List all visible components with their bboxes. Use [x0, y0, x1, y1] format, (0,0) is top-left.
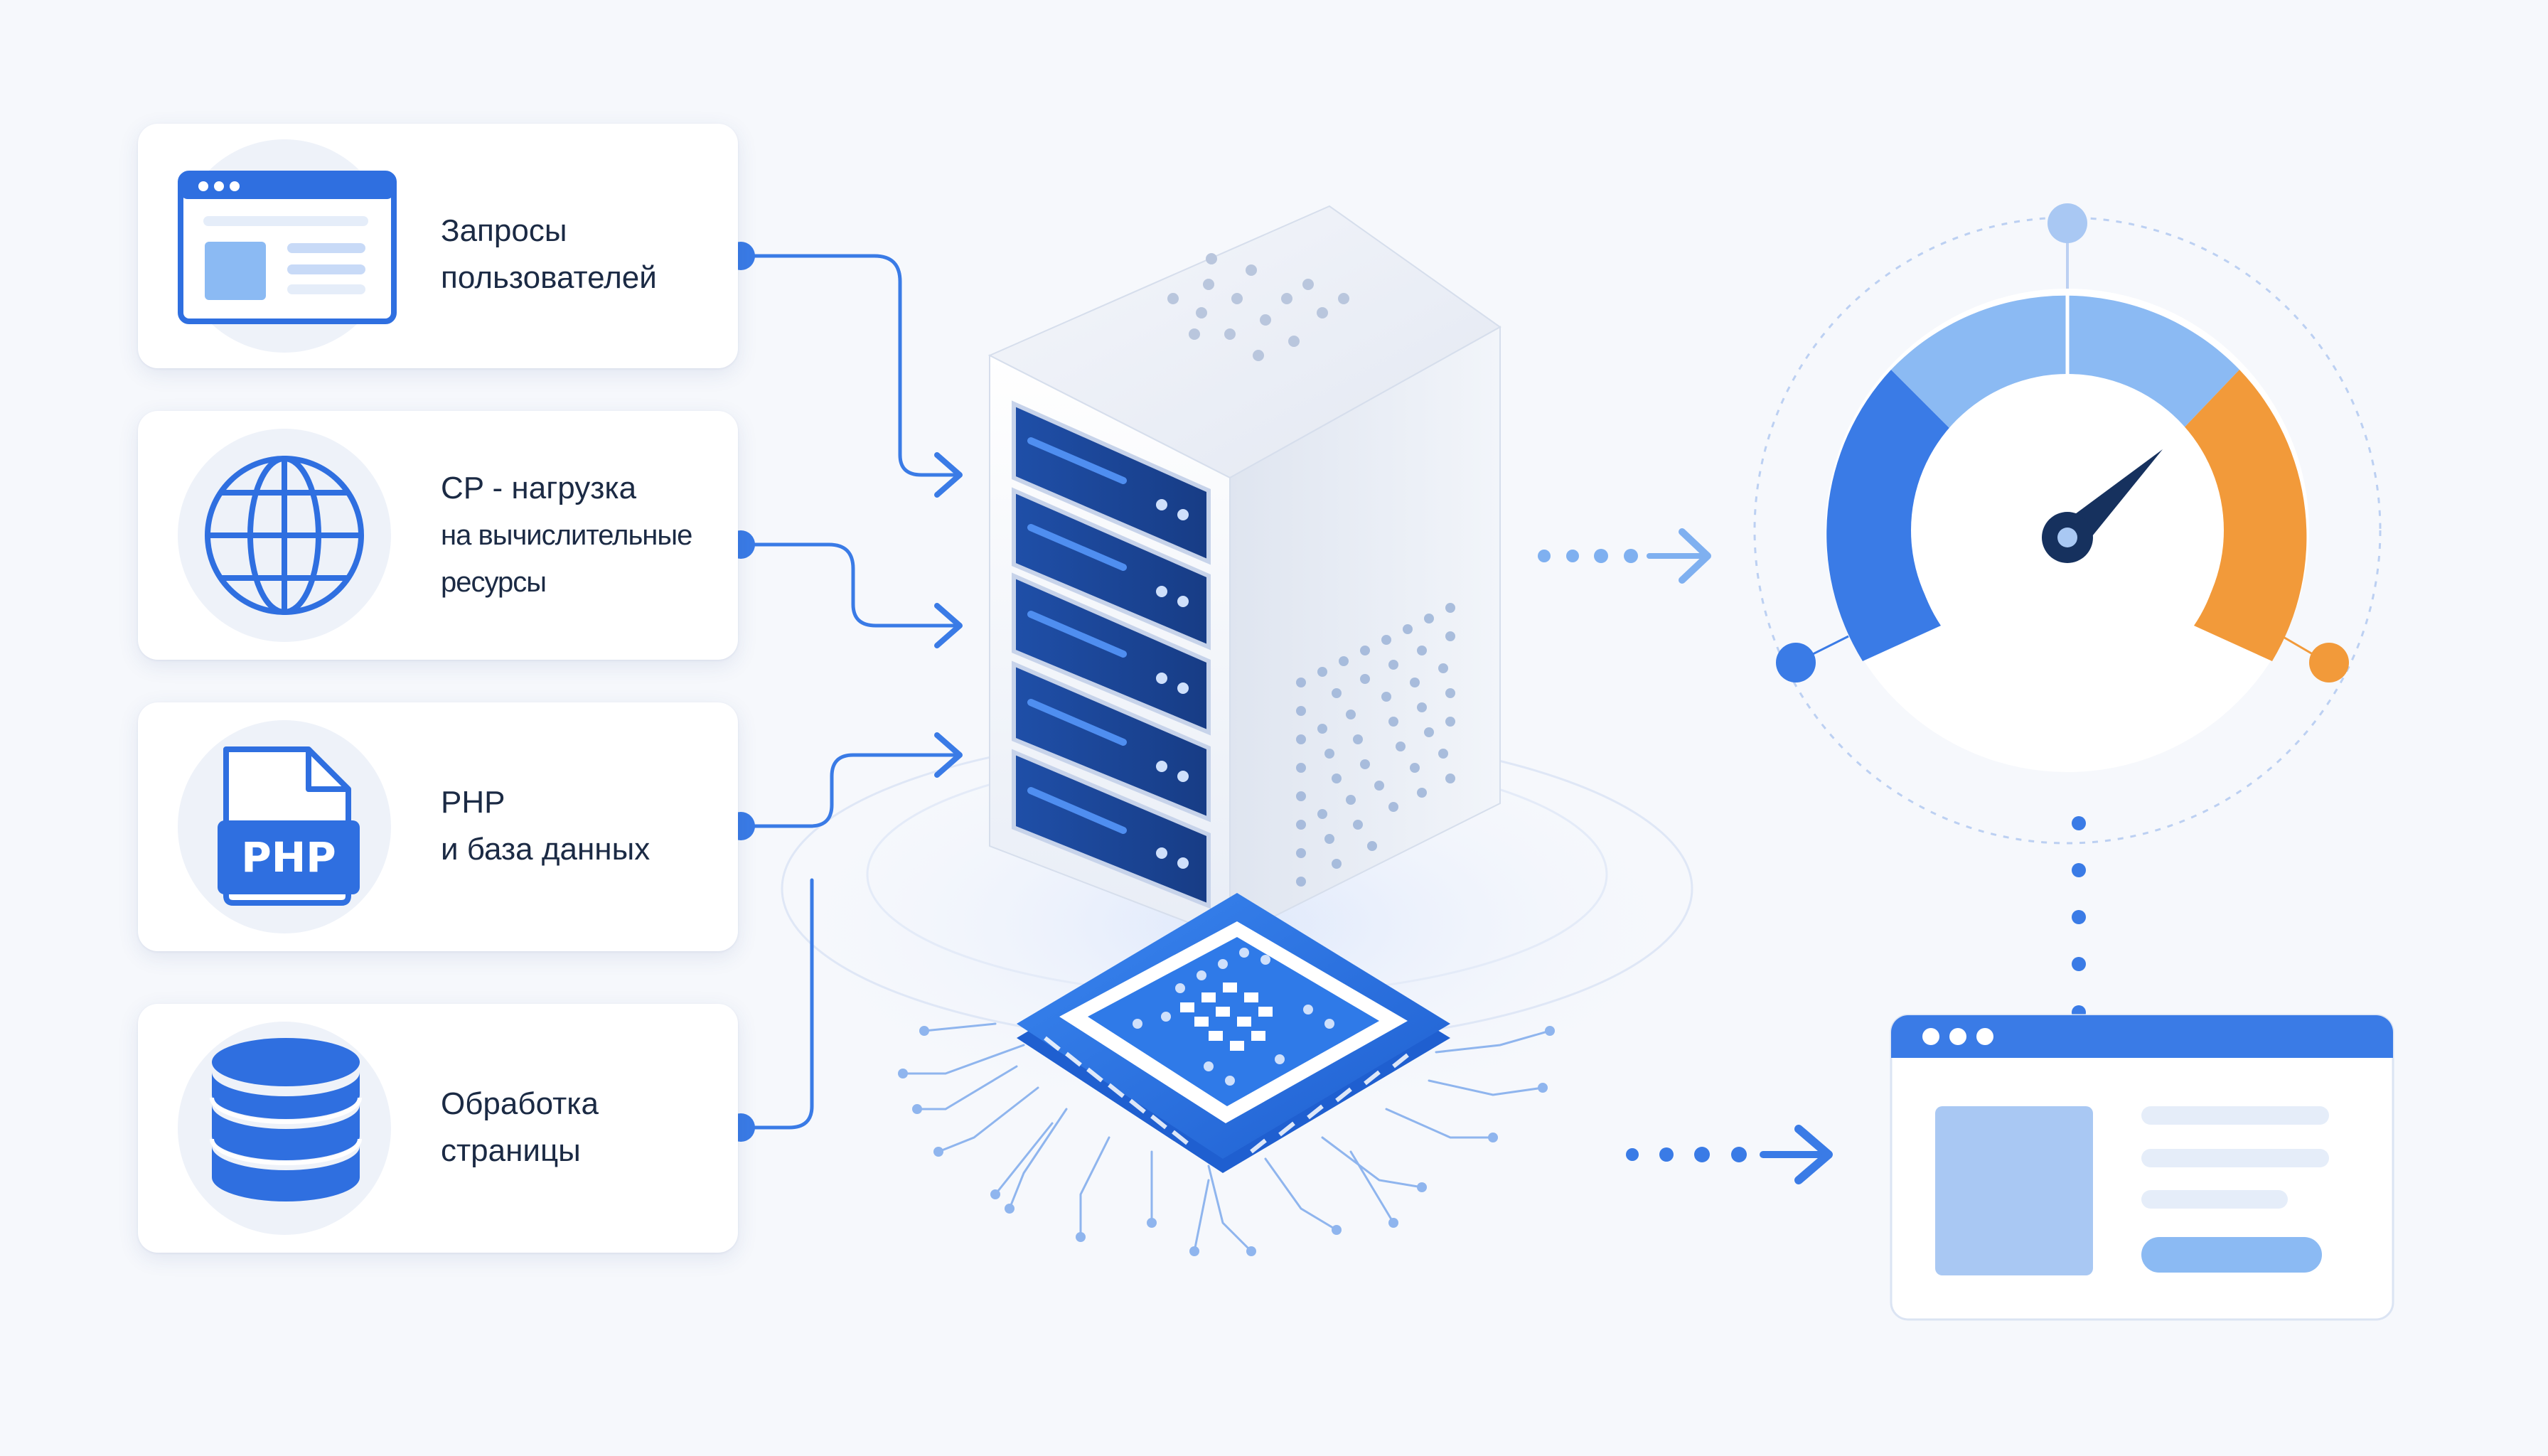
globe-icon — [205, 456, 364, 615]
card-label-line: PHP — [441, 785, 505, 820]
browser-window-icon — [178, 171, 397, 324]
speed-gauge — [1753, 203, 2382, 845]
flow-dots-to-browser — [2072, 816, 2086, 1019]
cpu-chip — [1017, 893, 1450, 1173]
card-label: PHP и база данных — [441, 779, 650, 873]
card-label-line: на вычислительные — [441, 520, 692, 551]
card-page-processing: Обработка страницы — [138, 1004, 738, 1253]
database-icon — [210, 1038, 362, 1201]
card-label-line: Запросы — [441, 213, 567, 248]
chip-traces — [901, 1022, 1551, 1253]
card-label: CP - нагрузка на вычислительные ресурсы — [441, 465, 692, 606]
flow-arrow-to-gauge — [1538, 528, 1711, 584]
connector-lines — [739, 254, 962, 1130]
card-label: Запросы пользователей — [441, 208, 657, 301]
card-cp-load: CP - нагрузка на вычислительные ресурсы — [138, 411, 738, 660]
chip-trace-ends — [898, 1026, 1555, 1256]
php-file-icon — [218, 746, 360, 906]
card-label-line: и база данных — [441, 832, 651, 867]
drive-bays — [1012, 400, 1211, 909]
card-label-line: CP - нагрузка — [441, 471, 637, 505]
card-user-requests: Запросы пользователей — [138, 124, 738, 368]
card-label-line: ресурсы — [441, 567, 547, 598]
card-label-line: пользователей — [441, 260, 657, 295]
card-label: Обработка страницы — [441, 1081, 599, 1174]
result-browser-window — [1890, 1014, 2394, 1321]
flow-arrow-to-browser — [1626, 1125, 1833, 1184]
server-tower — [987, 205, 1502, 940]
php-badge-label: PHP — [241, 833, 336, 882]
card-label-line: страницы — [441, 1133, 581, 1168]
card-label-line: Обработка — [441, 1086, 599, 1121]
connector-arrowheads — [934, 452, 963, 778]
card-php-database: PHP PHP и база данных — [138, 702, 738, 951]
